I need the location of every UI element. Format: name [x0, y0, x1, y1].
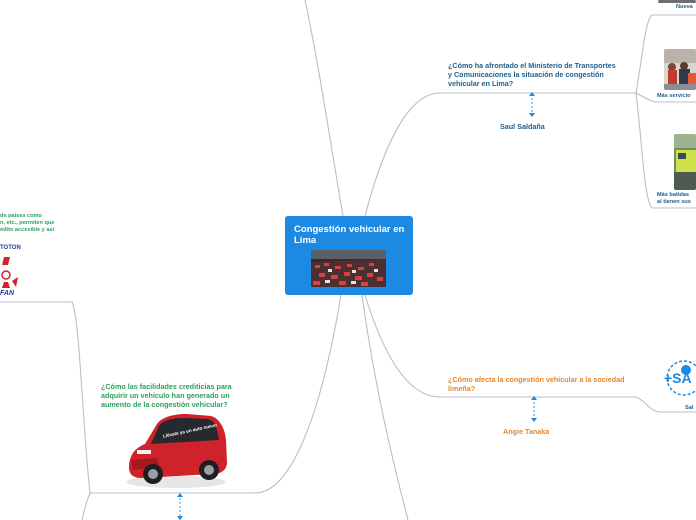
link-sub-3 — [635, 92, 696, 209]
link-sal — [635, 396, 696, 413]
subtopic-nueva[interactable]: Nueva — [676, 4, 693, 10]
central-topic[interactable]: Congestión vehicular en Lima — [285, 216, 413, 295]
link-top — [304, 0, 344, 217]
link-sub-1 — [635, 14, 696, 94]
brand-logos: TOTON FAN — [0, 245, 26, 301]
brand-emblem-icon — [1, 257, 18, 288]
paises-line-1: de países como — [0, 213, 42, 219]
salud-logo-text: +SA — [664, 370, 692, 386]
brand-lifan-text: FAN — [0, 290, 14, 297]
link-sociedad — [364, 294, 636, 398]
topic-ministerio[interactable]: ¿Cómo ha afrontado el Ministerio de Tran… — [448, 61, 616, 88]
subtopic-sal[interactable]: Sal — [685, 405, 694, 411]
subtopic-mas-servicio[interactable]: Más servicio — [657, 93, 691, 99]
subtopic-mas-batidas-line2: al tienen sus — [657, 199, 691, 205]
subtopic-mas-batidas[interactable]: Más batidas — [657, 192, 690, 198]
salud-logo-icon — [664, 358, 696, 400]
link-ministerio — [364, 92, 636, 217]
news-thumbnail-1 — [658, 0, 696, 3]
link-bottom-left — [81, 492, 91, 520]
link-paises — [0, 301, 91, 494]
paises-line-2: n, etc., permiten que — [0, 220, 55, 226]
red-car-image: Llévate ya un auto nuevo — [121, 410, 231, 490]
brand-foton-text: TOTON — [0, 245, 21, 251]
news-thumbnail-3 — [674, 134, 696, 190]
topic-paises[interactable]: de países como n, etc., permiten que édi… — [0, 213, 54, 234]
topic-sociedad[interactable]: ¿Cómo afecta la congestión vehicular a l… — [448, 375, 625, 393]
link-crediticias — [90, 294, 342, 494]
link-sub-2 — [635, 92, 696, 103]
author-angie[interactable]: Angie Tanaka — [503, 427, 550, 436]
paises-line-3: édito accesible y así — [0, 227, 55, 233]
central-topic-title: Congestión vehicular en Lima — [294, 224, 405, 246]
topic-crediticias[interactable]: ¿Cómo las facilidades crediticias para a… — [101, 382, 232, 409]
author-saul[interactable]: Saul Saldaña — [500, 122, 545, 131]
news-thumbnail-2 — [664, 49, 696, 90]
traffic-photo — [311, 250, 386, 287]
link-bottom-right — [361, 294, 409, 520]
